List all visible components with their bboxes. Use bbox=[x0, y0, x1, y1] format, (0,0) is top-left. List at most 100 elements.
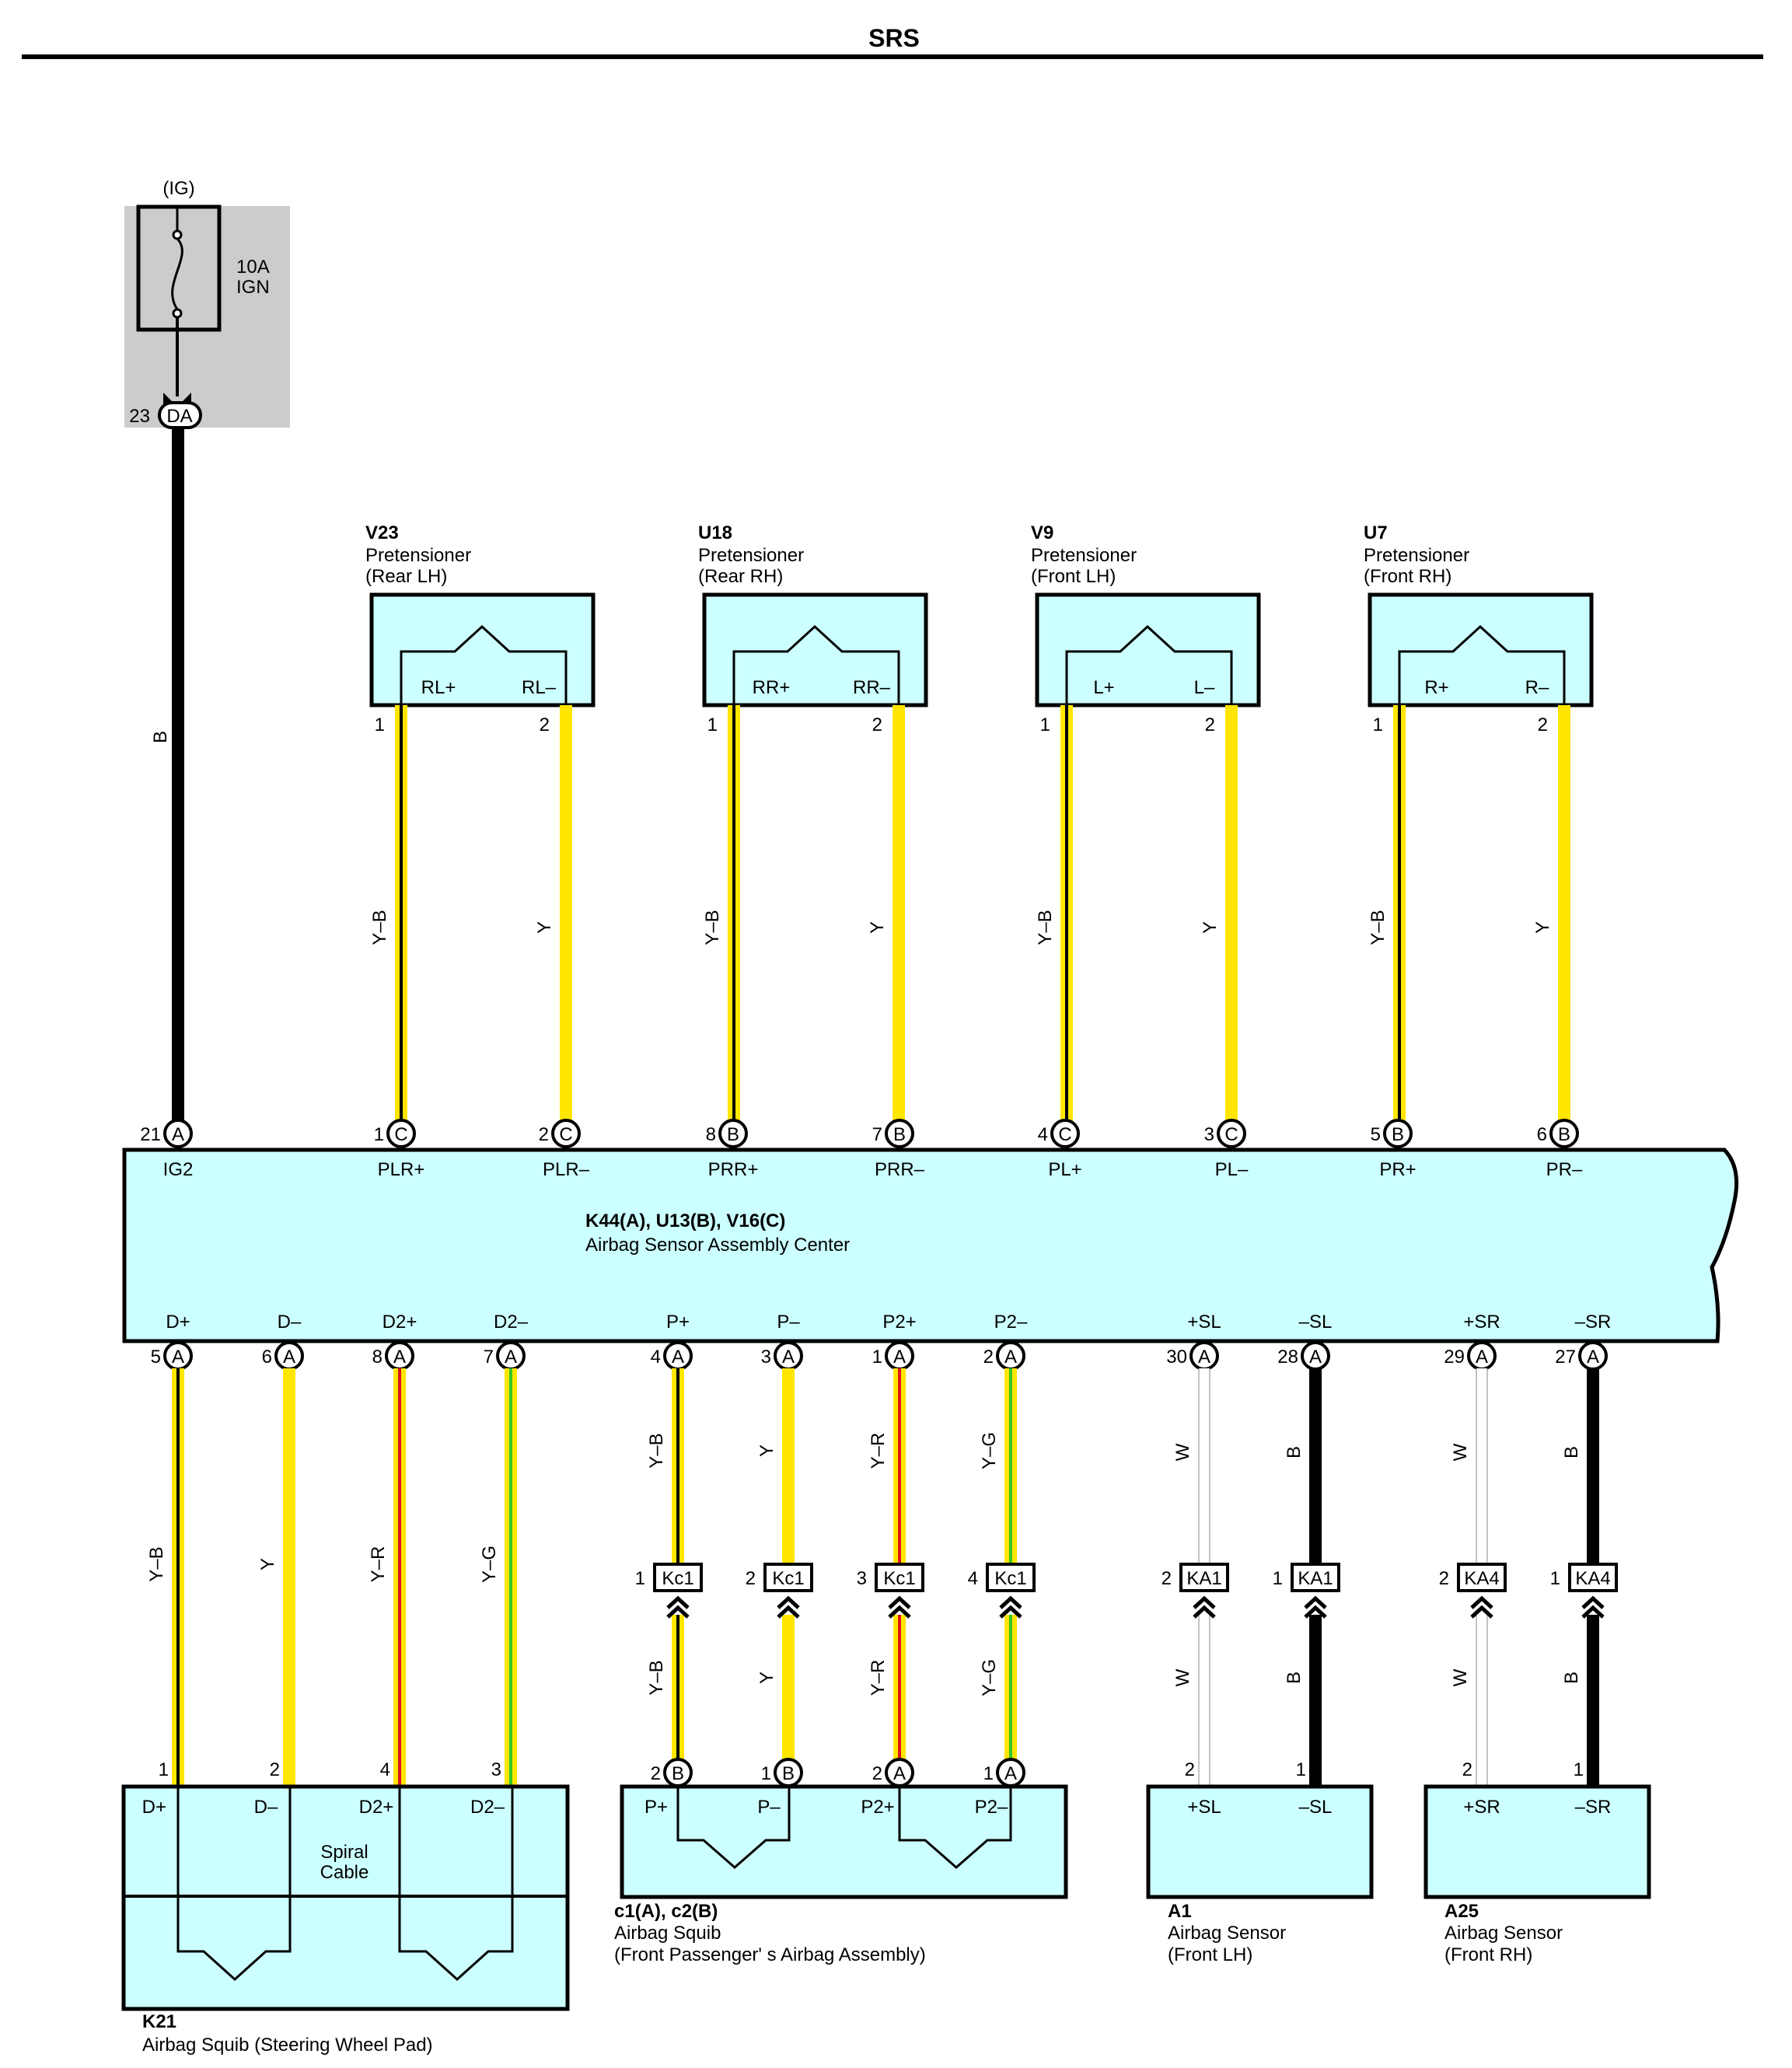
fuse-pin-number: 23 bbox=[129, 406, 150, 427]
ecu-terminal-top-5-circle bbox=[1050, 1119, 1080, 1148]
junction-connector-6-pin: 1 bbox=[1273, 1568, 1283, 1589]
c1c2-terminal-2-pin: 1 bbox=[761, 1763, 771, 1784]
ecu-terminal-top-1-circle bbox=[386, 1119, 416, 1148]
wire-junction-8-lower-label: B bbox=[1561, 1672, 1582, 1684]
a1-terminal-label-1: +SL bbox=[1187, 1797, 1221, 1818]
a25-terminal-label-1: +SR bbox=[1463, 1797, 1500, 1818]
pretensioner-2-box bbox=[702, 592, 928, 707]
ecu-top-label-8: PR– bbox=[1546, 1159, 1583, 1180]
pretensioner-1-pin1-number: 1 bbox=[375, 714, 385, 735]
ecu-bottom-label-8: P2– bbox=[994, 1312, 1028, 1333]
a25-position: (Front RH) bbox=[1444, 1944, 1532, 1965]
pretensioner-1-position: (Rear LH) bbox=[365, 566, 447, 587]
c1c2-terminal-4-circle bbox=[996, 1758, 1025, 1787]
ecu-terminal-bottom-6-conn: A bbox=[782, 1347, 795, 1368]
ecu-bottom-label-4: D2– bbox=[494, 1312, 529, 1333]
c1c2-terminal-2-conn: B bbox=[782, 1763, 795, 1784]
c1c2-terminal-4-conn: A bbox=[1004, 1763, 1017, 1784]
wire-junction-5-lower-label: W bbox=[1172, 1668, 1193, 1686]
ecu-terminal-top-3-circle bbox=[718, 1119, 748, 1148]
ecu-terminal-bottom-1-conn: A bbox=[172, 1347, 184, 1368]
junction-2-chevron-icon bbox=[778, 1598, 798, 1617]
ecu-bottom-label-1: D+ bbox=[166, 1312, 190, 1333]
k21-squib-2-icon bbox=[398, 1787, 514, 1982]
k21-terminal-label-3: D2+ bbox=[359, 1797, 394, 1818]
pretensioner-1-id: V23 bbox=[365, 522, 399, 543]
page-title: SRS bbox=[868, 24, 920, 52]
wire-junction-7-upper-label: W bbox=[1450, 1443, 1471, 1461]
wire-junction-3-lower-label: Y–R bbox=[868, 1660, 889, 1696]
junction-connector-1 bbox=[653, 1563, 703, 1592]
k21-inner-label-1: Spiral bbox=[320, 1842, 368, 1863]
pretensioner-4-wire-2-label: Y bbox=[1532, 921, 1553, 934]
ecu-terminal-bottom-12-pin: 27 bbox=[1555, 1347, 1576, 1368]
k21-inner-label-2: Cable bbox=[320, 1862, 369, 1883]
wire-junction-6-lower-label: B bbox=[1284, 1672, 1305, 1684]
pretensioner-4-position: (Front RH) bbox=[1364, 566, 1451, 587]
a1-airbag-sensor: A1 Airbag Sensor (Front LH) bbox=[1146, 1784, 1374, 1965]
ecu-terminal-bottom-2-conn: A bbox=[283, 1347, 295, 1368]
pretensioner-2-pin2-number: 2 bbox=[872, 714, 882, 735]
fuse-circuit-label: (IG) bbox=[162, 178, 194, 199]
junction-3-chevron-icon bbox=[889, 1598, 910, 1617]
pretensioner-1-element-icon bbox=[400, 624, 568, 705]
k21-id: K21 bbox=[142, 2011, 176, 2032]
junction-connector-7 bbox=[1457, 1563, 1507, 1592]
pretensioner-3-pin1-number: 1 bbox=[1040, 714, 1050, 735]
k21-terminal-label-1: D+ bbox=[142, 1797, 166, 1818]
k21-pin-1: 1 bbox=[159, 1759, 169, 1780]
ecu-top-label-7: PR+ bbox=[1379, 1159, 1416, 1180]
pretensioner-3-pin2-label: L– bbox=[1194, 677, 1215, 698]
pretensioner-2-element-icon bbox=[732, 624, 900, 705]
ecu-terminal-top-2-circle bbox=[551, 1119, 581, 1148]
junction-8-chevron-icon bbox=[1583, 1598, 1603, 1617]
ecu-terminal-bottom-3-pin: 8 bbox=[372, 1347, 383, 1368]
junction-connector-5 bbox=[1179, 1563, 1229, 1592]
ecu-terminal-top-4-conn: B bbox=[893, 1124, 906, 1145]
a1-name: Airbag Sensor bbox=[1168, 1923, 1286, 1944]
ecu-terminal-bottom-7-conn: A bbox=[893, 1347, 906, 1368]
ecu-top-label-3: PRR+ bbox=[708, 1159, 759, 1180]
junction-connector-7-code: KA4 bbox=[1464, 1568, 1499, 1589]
pretensioner-4-wire-1-label: Y–B bbox=[1368, 910, 1389, 945]
junction-6-chevron-icon bbox=[1305, 1598, 1326, 1617]
ecu-terminal-bottom-11-pin: 29 bbox=[1444, 1347, 1465, 1368]
junction-connector-8-pin: 1 bbox=[1550, 1568, 1560, 1589]
ecu-terminal-ig2-circle bbox=[163, 1119, 193, 1148]
ecu-top-label-5: PL+ bbox=[1048, 1159, 1081, 1180]
ecu-terminal-top-8-conn: B bbox=[1558, 1124, 1570, 1145]
ecu-terminal-top-7-circle bbox=[1383, 1119, 1413, 1148]
junction-connector-6-code: KA1 bbox=[1298, 1568, 1333, 1589]
c1c2-terminal-1-pin: 2 bbox=[651, 1763, 661, 1784]
c1c2-position: (Front Passenger' s Airbag Assembly) bbox=[614, 1944, 926, 1965]
junction-1-chevron-icon bbox=[668, 1598, 688, 1617]
fuse-name: IGN bbox=[236, 277, 270, 298]
ecu-bottom-label-5: P+ bbox=[666, 1312, 690, 1333]
k21-terminal-label-4: D2– bbox=[470, 1797, 505, 1818]
ecu-top-label-2: PLR– bbox=[543, 1159, 590, 1180]
pretensioner-3-name: Pretensioner bbox=[1031, 545, 1137, 566]
junction-connector-5-pin: 2 bbox=[1161, 1568, 1172, 1589]
fuse-rating: 10A bbox=[236, 257, 270, 278]
wire-lower-2-label: Y bbox=[257, 1558, 278, 1570]
ecu-bottom-label-2: D– bbox=[278, 1312, 302, 1333]
junction-connector-1-code: Kc1 bbox=[662, 1568, 693, 1589]
pretensioner-2-id: U18 bbox=[698, 522, 732, 543]
junction-connector-2-code: Kc1 bbox=[772, 1568, 804, 1589]
ecu-terminal-bottom-4-conn: A bbox=[505, 1347, 517, 1368]
a25-terminal-label-2: –SR bbox=[1575, 1797, 1612, 1818]
a25-pin-1: 2 bbox=[1462, 1759, 1472, 1780]
pretensioner-4-pin1-number: 1 bbox=[1373, 714, 1383, 735]
c1c2-squib-2-icon bbox=[898, 1787, 1012, 1869]
wire-junction-4-lower-label: Y–G bbox=[979, 1659, 1000, 1696]
ecu-terminal-bottom-7-pin: 1 bbox=[872, 1347, 882, 1368]
c1c2-terminal-3-pin: 2 bbox=[872, 1763, 882, 1784]
k21-airbag-squib: Spiral Cable K21 Airbag Squib (Steering … bbox=[121, 1784, 570, 2056]
ecu-terminal-bottom-3-conn: A bbox=[393, 1347, 406, 1368]
junction-connector-6 bbox=[1291, 1563, 1340, 1592]
a25-id: A25 bbox=[1444, 1901, 1479, 1922]
ecu-terminal-bottom-6-pin: 3 bbox=[761, 1347, 771, 1368]
